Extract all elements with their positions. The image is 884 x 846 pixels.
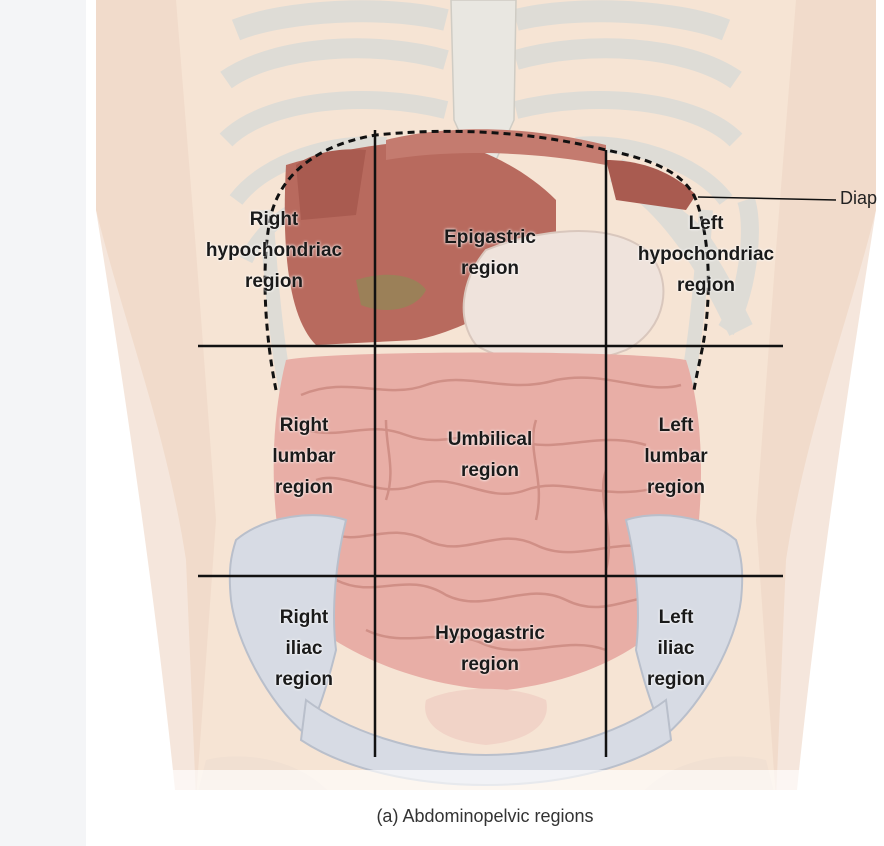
left-iliac-bone (624, 514, 744, 737)
diaphragm-dashed-outline (263, 129, 710, 391)
right-iliac-bone (228, 514, 348, 737)
bladder (425, 688, 547, 745)
label-left-lumbar: Left lumbar region (644, 415, 708, 498)
left-margin (0, 0, 86, 846)
anatomy-figure: Right hypochondriac region Epigastric re… (86, 0, 884, 846)
diaphragm-band (386, 129, 606, 165)
gallbladder (356, 274, 426, 310)
label-epigastric: Epigastric region (444, 227, 536, 279)
label-left-iliac: Left iliac region (646, 607, 706, 690)
diaphragm-callout: Diap (840, 188, 878, 208)
label-right-iliac: Right iliac region (274, 607, 334, 690)
label-umbilical: Umbilical region (447, 429, 533, 481)
torso-side-shadow-right (756, 0, 876, 800)
intestine-folds (300, 376, 682, 652)
right-upper-muscle (296, 149, 366, 220)
small-intestine-mass (273, 352, 701, 690)
diaphragm-leader-line (697, 196, 837, 201)
caption-area (86, 790, 884, 846)
label-hypogastric: Hypogastric region (435, 623, 545, 675)
figure-caption: (a) Abdominopelvic regions (376, 806, 594, 826)
abdomen-illustration (86, 0, 884, 846)
left-upper-muscle (606, 160, 696, 210)
torso-side-shadow (96, 0, 216, 800)
label-left-hypochondriac: Left hypochondriac region (637, 213, 775, 296)
label-right-hypochondriac: Right hypochondriac region (205, 209, 343, 292)
region-grid (198, 130, 783, 757)
label-right-lumbar: Right lumbar region (272, 415, 336, 498)
stomach (462, 230, 665, 364)
